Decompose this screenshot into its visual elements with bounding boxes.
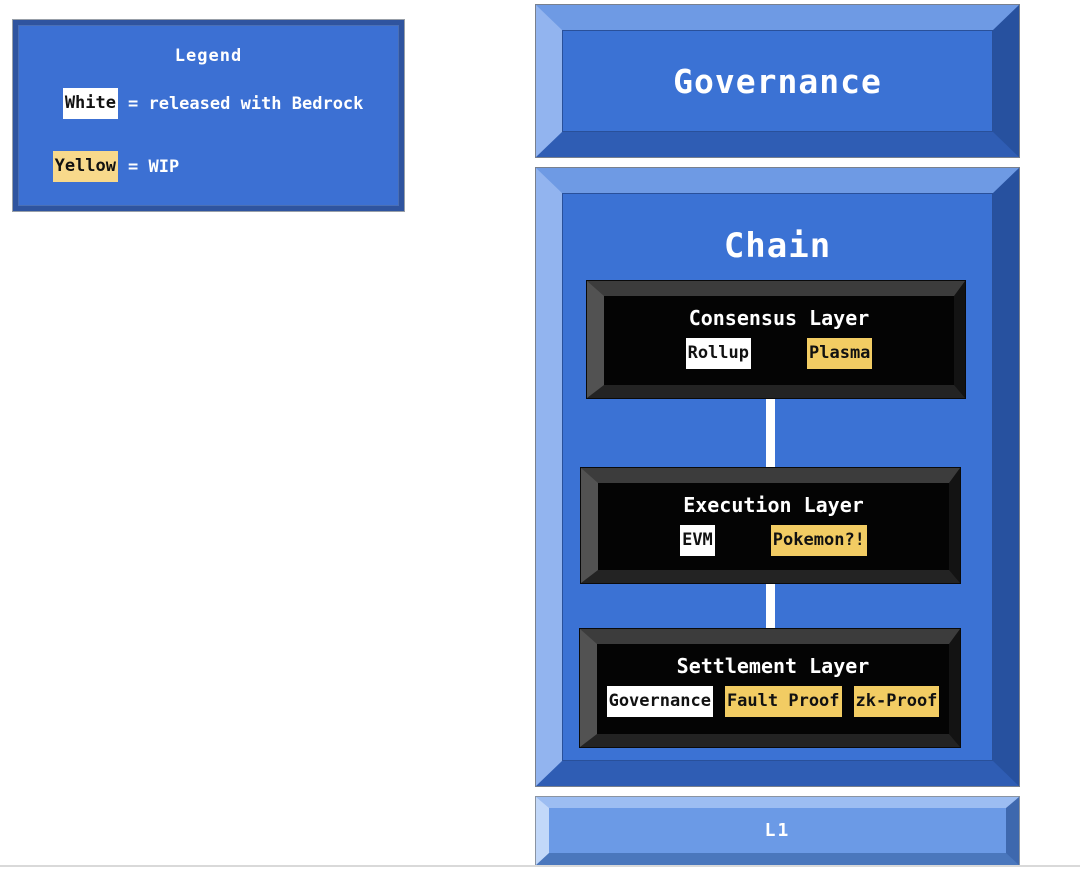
governance-box-title: Governance: [673, 61, 882, 101]
l1-box: L1: [535, 796, 1020, 866]
chain-box-title: Chain: [723, 226, 832, 266]
execution-layer-box: Execution Layer EVM Pokemon?!: [580, 467, 961, 584]
settlement-layer-title: Settlement Layer: [676, 654, 870, 678]
tag-governance: Governance: [606, 686, 713, 717]
execution-layer-tags: EVM Pokemon?!: [680, 525, 867, 556]
legend-swatch-cell: White: [13, 88, 118, 119]
tag-rollup: Rollup: [685, 338, 751, 369]
legend-item-released: White = released with Bedrock: [13, 88, 404, 119]
settlement-layer-box: Settlement Layer Governance Fault Proof …: [579, 628, 961, 748]
tag-plasma: Plasma: [807, 338, 873, 369]
settlement-layer-tags: Governance Fault Proof zk-Proof: [606, 686, 940, 717]
governance-box: Governance: [535, 4, 1020, 158]
execution-layer-title: Execution Layer: [683, 493, 864, 517]
chain-box: Chain Consensus Layer Rollup Plasma Exec…: [535, 167, 1020, 787]
consensus-layer-box: Consensus Layer Rollup Plasma: [586, 280, 966, 399]
consensus-layer-title: Consensus Layer: [688, 306, 870, 330]
connector-consensus-execution: [766, 393, 775, 473]
tag-zk-proof: zk-Proof: [853, 686, 940, 717]
l1-box-title: L1: [764, 820, 791, 841]
legend-title: Legend: [174, 46, 243, 66]
consensus-layer-tags: Rollup Plasma: [685, 338, 873, 369]
bottom-divider: [0, 865, 1080, 867]
legend-item-wip: Yellow = WIP: [13, 151, 404, 182]
legend-item-label: = WIP: [128, 156, 180, 177]
connector-execution-settlement: [766, 578, 775, 633]
tag-fault-proof: Fault Proof: [724, 686, 842, 717]
legend-panel: Legend White = released with Bedrock Yel…: [12, 19, 405, 212]
tag-evm: EVM: [680, 525, 715, 556]
tag-pokemon: Pokemon?!: [770, 525, 867, 556]
legend-swatch-yellow: Yellow: [52, 151, 118, 182]
legend-swatch-cell: Yellow: [13, 151, 118, 182]
legend-swatch-white: White: [62, 88, 118, 119]
legend-item-label: = released with Bedrock: [128, 93, 364, 114]
